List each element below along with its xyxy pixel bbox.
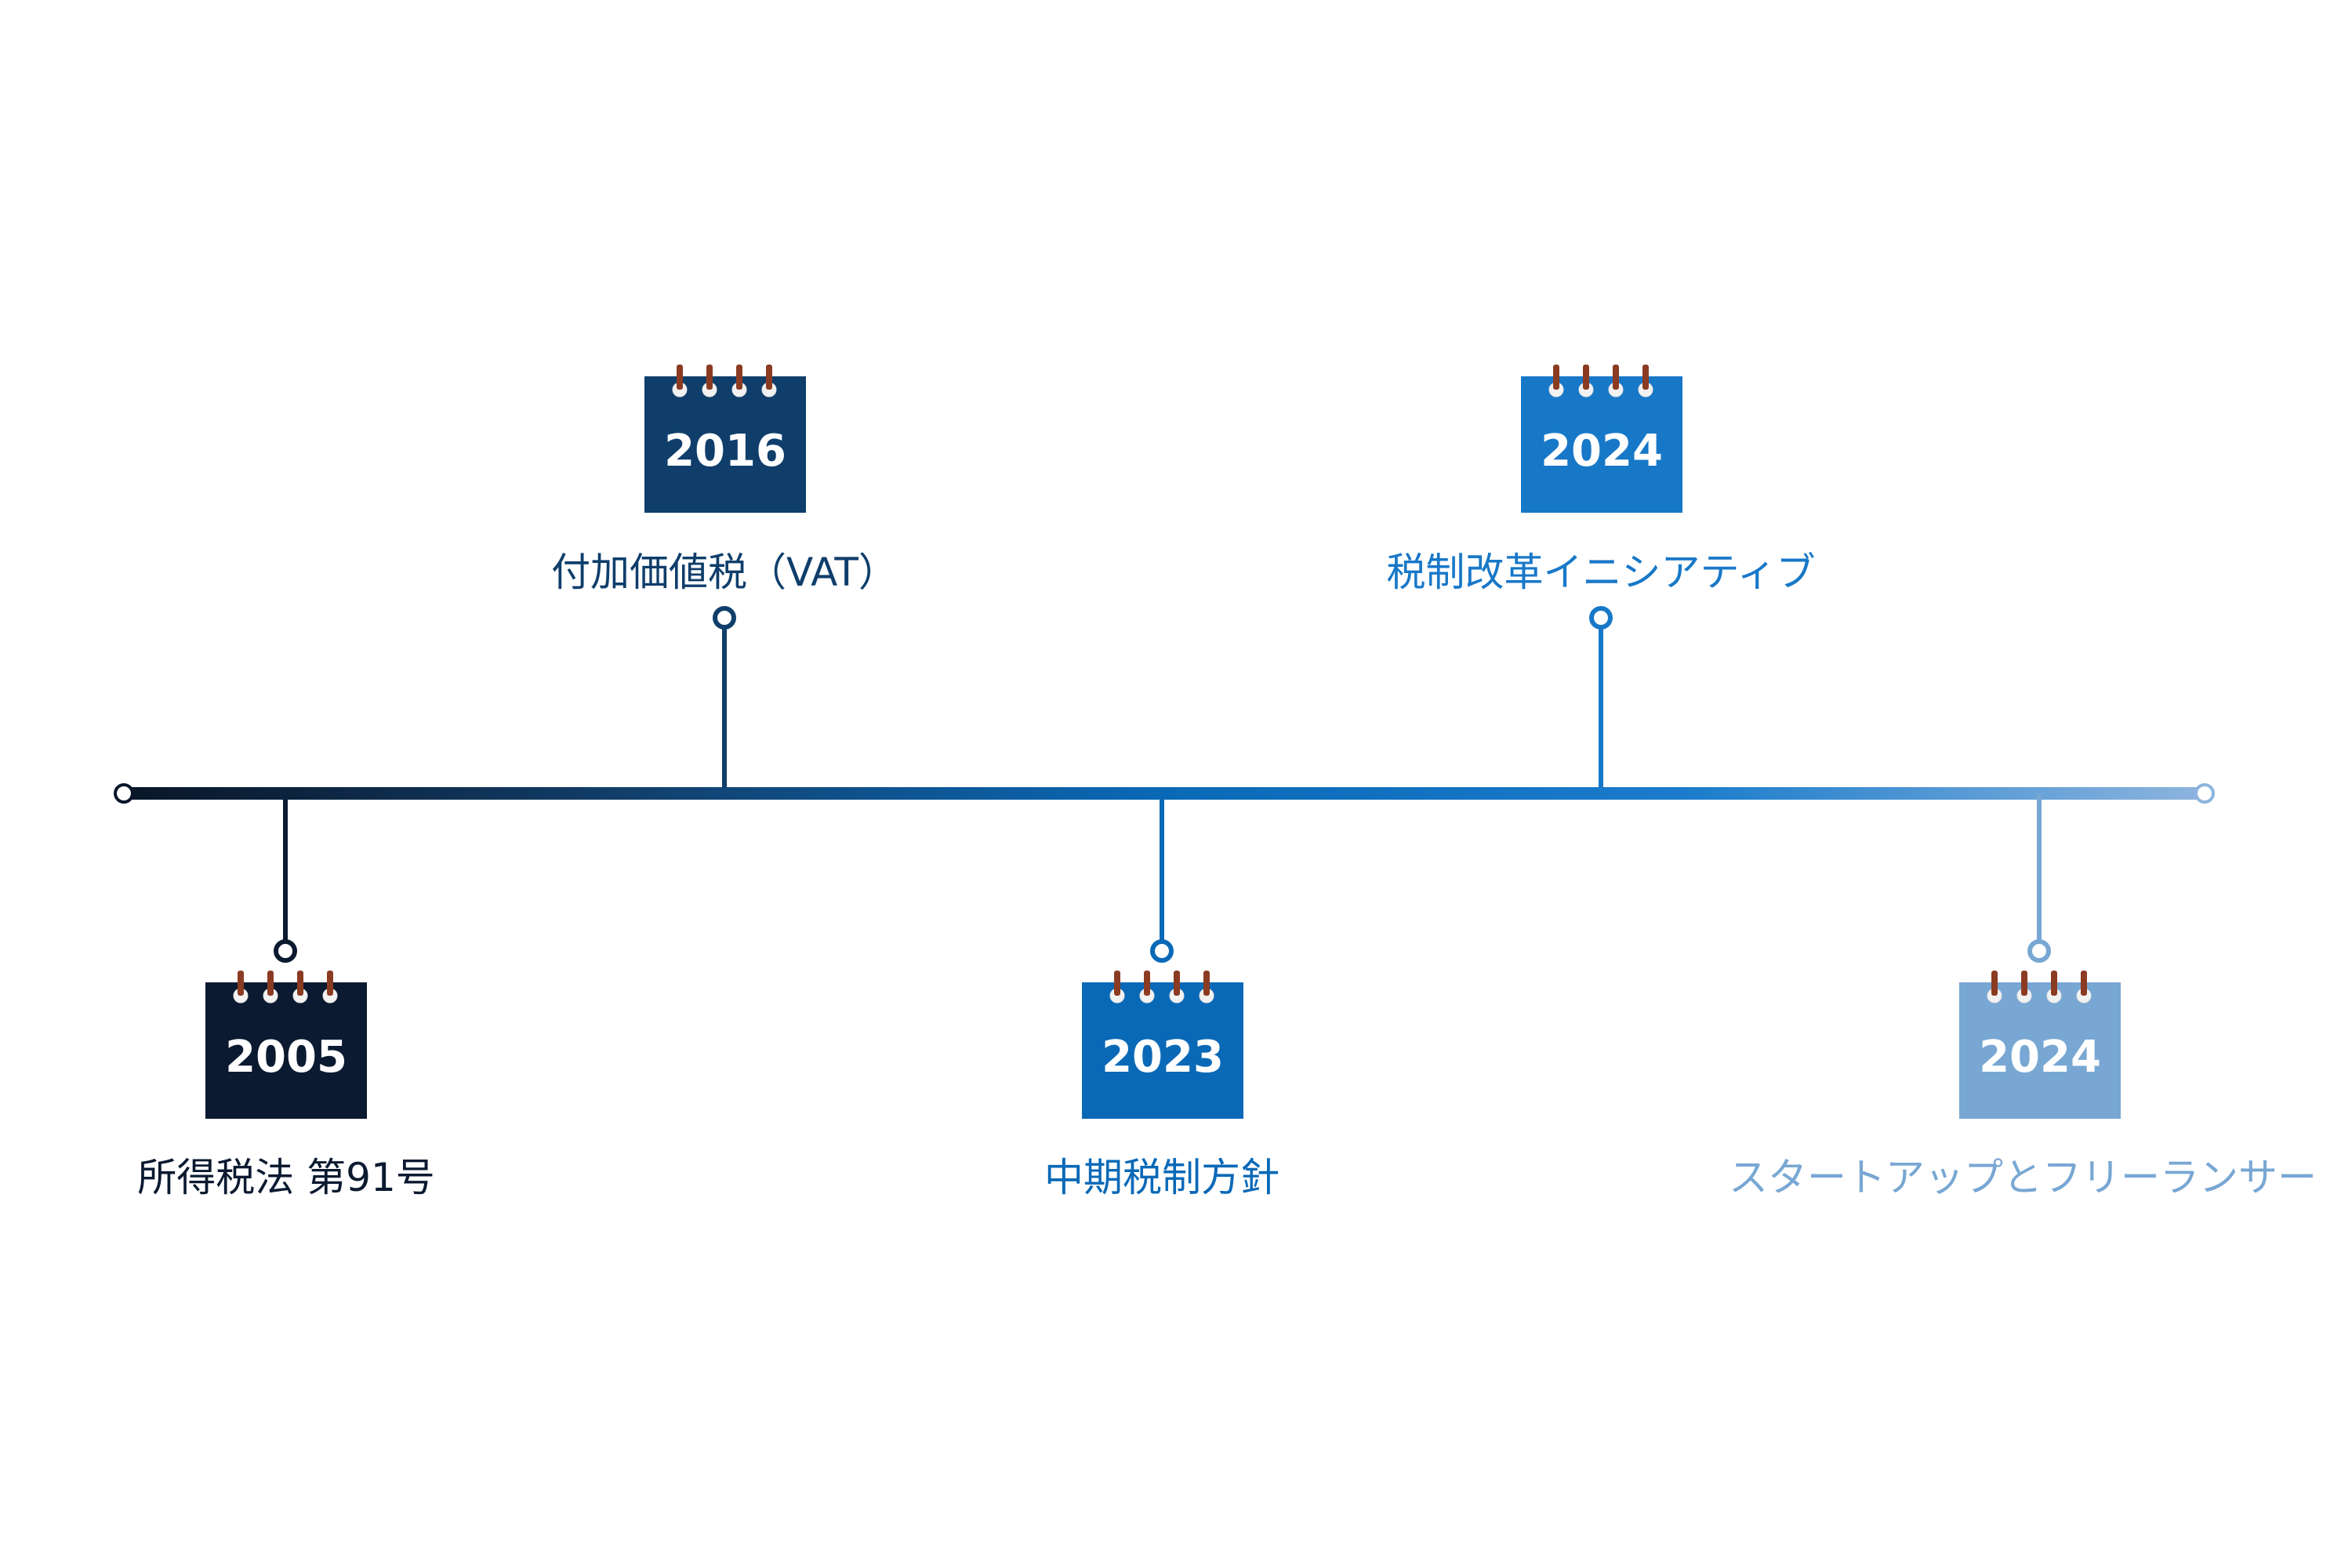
event-label-2024-initiative: 税制改革イニシアティブ xyxy=(1386,550,1816,595)
timeline-event: 2023 xyxy=(1082,800,1243,1119)
event-marker xyxy=(713,606,736,630)
calendar-icon: 2016 xyxy=(644,365,806,513)
timeline-event: 2005 xyxy=(205,800,367,1119)
event-year: 2024 xyxy=(1979,1032,2101,1083)
event-marker xyxy=(2027,939,2051,963)
timeline-event: 2016 xyxy=(644,365,806,787)
timeline-event: 2024 xyxy=(1521,365,1682,787)
event-marker xyxy=(1150,939,1174,963)
event-year: 2016 xyxy=(664,426,786,477)
timeline-axis xyxy=(124,787,2203,800)
event-year: 2005 xyxy=(225,1032,347,1083)
calendar-icon: 2023 xyxy=(1082,971,1243,1119)
event-year: 2024 xyxy=(1541,426,1663,477)
event-year: 2023 xyxy=(1102,1032,1224,1083)
event-label-2016: 付加価値税（VAT） xyxy=(551,550,898,595)
event-label-2005: 所得税法 第91号 xyxy=(137,1155,435,1200)
calendar-icon: 2024 xyxy=(1521,365,1682,513)
calendar-icon: 2024 xyxy=(1959,971,2121,1119)
event-marker xyxy=(1589,606,1613,630)
timeline-start-dot xyxy=(114,783,134,804)
event-label-2023: 中期税制方針 xyxy=(1044,1155,1279,1200)
calendar-icon: 2005 xyxy=(205,971,367,1119)
event-marker xyxy=(274,939,297,963)
event-label-2024-startups: スタートアップとフリーランサー xyxy=(1729,1155,2317,1200)
timeline-event: 2024 xyxy=(1959,793,2121,1119)
timeline-end-dot xyxy=(2194,783,2215,804)
